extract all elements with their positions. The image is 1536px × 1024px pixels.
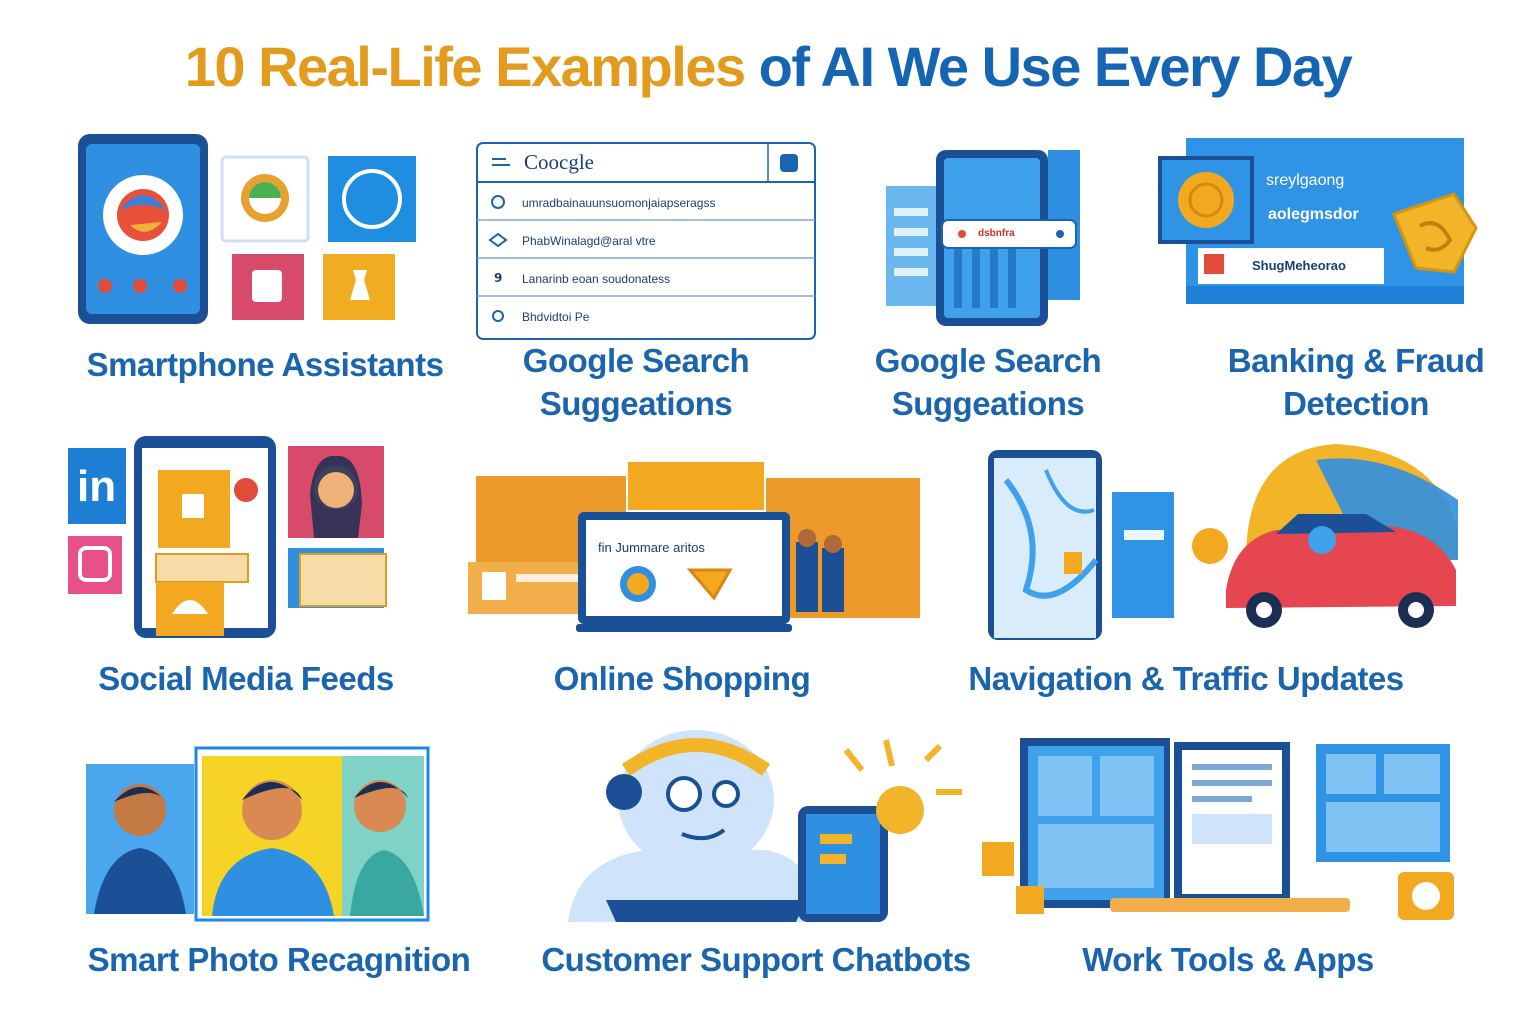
linkedin-icon: in xyxy=(77,462,117,511)
label-line: Banking & Fraud xyxy=(1227,342,1485,379)
tile-google-search-2: dsbnfra xyxy=(884,148,1084,328)
label-online-shopping: Online Shopping xyxy=(553,660,811,697)
banking-line: ShugMeheorao xyxy=(1252,258,1346,273)
label-line: Suggeations xyxy=(891,385,1085,422)
tile-customer-support xyxy=(566,730,966,922)
tile-google-search-1: 9 Coocgle umradbainauunsuomonjaiapserags… xyxy=(476,142,816,340)
search-suggestion-row[interactable]: umradbainauunsuomonjaiapseragss xyxy=(522,196,716,210)
search-logo: Coocgle xyxy=(524,150,594,174)
title-part-orange: 10 Real-Life Examples xyxy=(184,35,746,98)
label-line: Google Search xyxy=(522,342,750,379)
search-box-illustration: 9 xyxy=(476,142,816,340)
title-part-blue: of AI We Use Every Day xyxy=(758,35,1353,98)
online-shopping-illustration xyxy=(468,462,920,632)
tile-work-tools xyxy=(980,736,1460,922)
banking-line: sreylgaong xyxy=(1266,172,1345,189)
phone-search-illustration xyxy=(886,150,1080,326)
tile-navigation-traffic xyxy=(986,440,1474,640)
label-google-search-2: Google Search Suggeations xyxy=(828,339,1148,425)
tile-banking-fraud: sreylgaong aolegmsdor ShugMeheorao xyxy=(1158,136,1484,308)
smartphone-assistant-illustration xyxy=(78,134,416,324)
label-banking-fraud: Banking & Fraud Detection xyxy=(1196,339,1516,425)
label-google-search-1: Google Search Suggeations xyxy=(476,339,796,425)
social-media-illustration xyxy=(68,436,387,638)
navigation-illustration xyxy=(988,444,1458,640)
maps-search-badge: dsbnfra xyxy=(978,228,1015,239)
shopping-screen-text: fin Jummare aritos xyxy=(598,540,705,555)
label-smartphone-assistants: Smartphone Assistants xyxy=(86,346,444,383)
label-line: Detection xyxy=(1283,385,1429,422)
work-tools-illustration xyxy=(982,738,1454,920)
label-customer-support: Customer Support Chatbots xyxy=(541,941,971,978)
label-social-media: Social Media Feeds xyxy=(98,660,394,697)
tile-smartphone-assistants xyxy=(70,130,430,330)
tile-social-media: in xyxy=(64,434,394,640)
page-title: 10 Real-Life Examples of AI We Use Every… xyxy=(0,34,1536,99)
banking-line: aolegmsdor xyxy=(1268,206,1359,223)
label-line: Suggeations xyxy=(539,385,733,422)
search-suggestion-row[interactable]: Lanarinb eoan soudonatess xyxy=(522,272,671,286)
tile-online-shopping: fin Jummare aritos xyxy=(466,458,922,634)
photo-recognition-illustration xyxy=(86,746,430,922)
tile-smart-photo xyxy=(84,744,440,922)
label-navigation-traffic: Navigation & Traffic Updates xyxy=(968,660,1404,697)
banking-illustration xyxy=(1158,138,1478,304)
search-suggestion-row[interactable]: Bhdvidtoi Pe xyxy=(522,310,590,324)
label-work-tools: Work Tools & Apps xyxy=(1082,941,1374,978)
svg-text:9: 9 xyxy=(494,271,502,285)
search-suggestion-row[interactable]: PhabWinalagd@aral vtre xyxy=(522,234,656,248)
label-smart-photo: Smart Photo Recagnition xyxy=(87,941,471,978)
label-line: Google Search xyxy=(874,342,1102,379)
chatbot-illustration xyxy=(568,730,962,922)
